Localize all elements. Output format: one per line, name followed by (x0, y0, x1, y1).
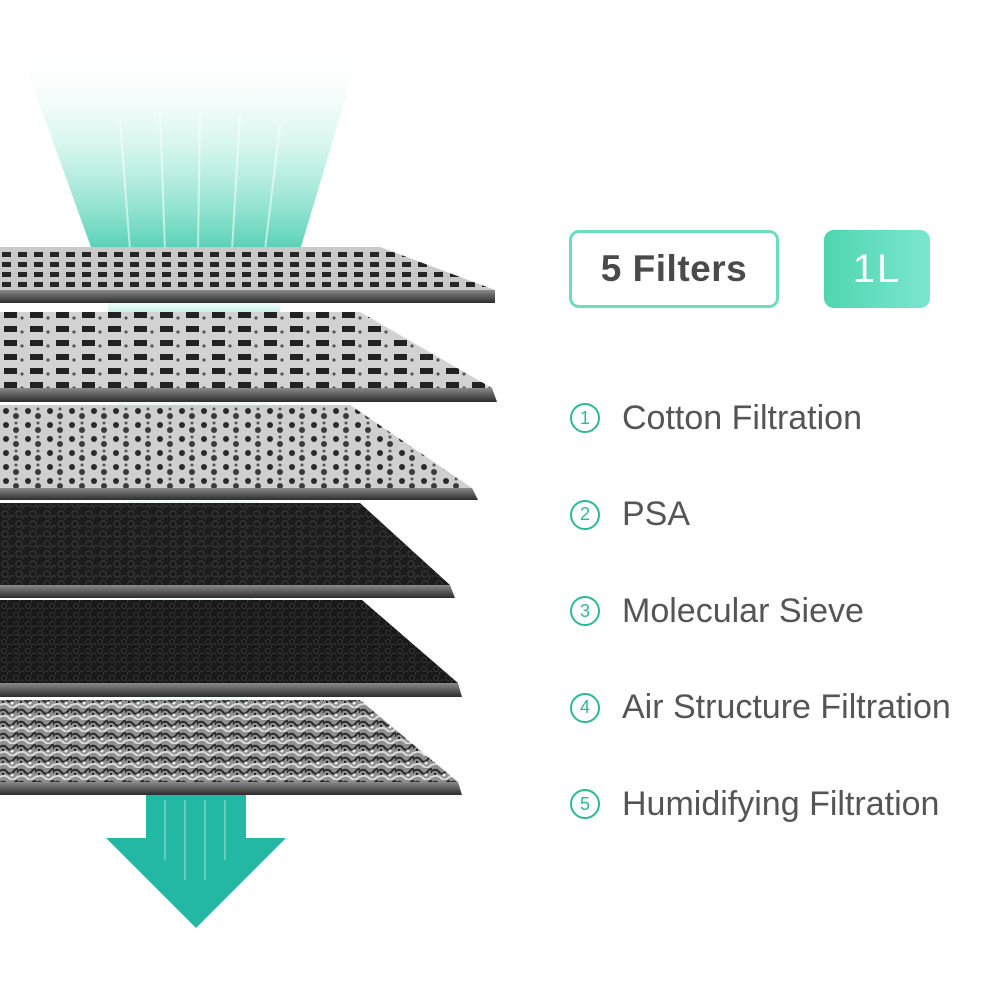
filter-layer-6 (0, 700, 462, 795)
filter-layer-2 (0, 312, 497, 402)
filter-label: Air Structure Filtration (622, 688, 951, 727)
filter-label: Molecular Sieve (622, 591, 864, 630)
filter-list: 1 Cotton Filtration 2 PSA 3 Molecular Si… (570, 370, 951, 853)
airflow-beam-top (20, 50, 360, 250)
circled-number-4: 4 (570, 692, 600, 723)
filter-layer-1 (0, 247, 495, 303)
circled-number-3: 3 (570, 596, 600, 627)
airflow-streaks (119, 109, 281, 251)
capacity-badge: 1L (824, 230, 930, 308)
filter-list-item: 4 Air Structure Filtration (570, 660, 951, 757)
filter-layer-3 (0, 405, 478, 500)
filters-count-badge: 5 Filters (569, 230, 779, 308)
filter-label: Cotton Filtration (622, 398, 862, 437)
circled-number-2: 2 (570, 499, 600, 530)
filter-layer-4 (0, 503, 455, 598)
filter-layers-illustration (0, 50, 497, 928)
filter-list-item: 1 Cotton Filtration (570, 370, 951, 467)
arrow-down-icon (106, 795, 286, 928)
filter-label: Humidifying Filtration (622, 784, 940, 823)
filter-list-item: 3 Molecular Sieve (570, 563, 951, 660)
capacity-label: 1L (852, 246, 902, 291)
filter-label: PSA (622, 495, 691, 534)
filters-count-label: 5 Filters (600, 248, 748, 289)
filter-list-item: 5 Humidifying Filtration (570, 756, 951, 853)
circled-number-1: 1 (570, 403, 600, 434)
filter-list-item: 2 PSA (570, 467, 951, 564)
filter-layer-5 (0, 600, 462, 697)
circled-number-5: 5 (570, 789, 600, 820)
